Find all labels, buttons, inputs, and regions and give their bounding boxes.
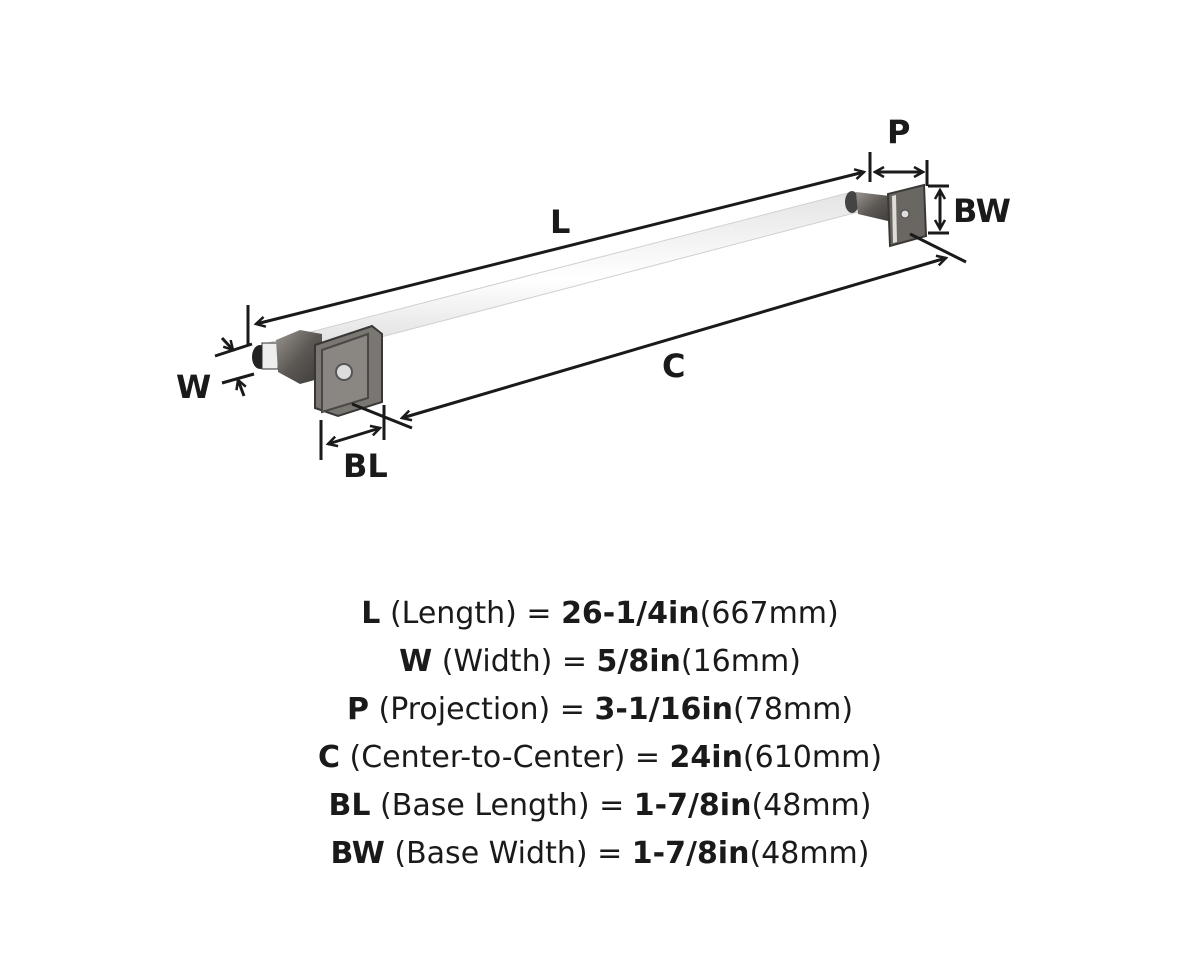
spec-imperial: 26-1/4in xyxy=(561,596,700,631)
spec-metric: (610mm) xyxy=(742,740,883,775)
base-length-dimension: BL xyxy=(319,405,388,485)
spec-metric: (16mm) xyxy=(680,644,801,679)
spec-eq: = xyxy=(526,596,552,631)
label-L: L xyxy=(550,203,570,241)
length-dimension: L xyxy=(246,152,872,345)
spec-eq: = xyxy=(561,644,587,679)
spec-projection: P (Projection) = 3-1/16in(78mm) xyxy=(0,686,1200,734)
spec-eq: = xyxy=(599,788,625,823)
spec-metric: (48mm) xyxy=(749,836,870,871)
spec-width: W (Width) = 5/8in(16mm) xyxy=(0,638,1200,686)
spec-center-to-center: C (Center-to-Center) = 24in(610mm) xyxy=(0,734,1200,782)
label-W: W xyxy=(176,368,211,406)
spec-key: L xyxy=(361,596,381,631)
spec-length: L (Length) = 26-1/4in(667mm) xyxy=(0,590,1200,638)
spec-name: (Length) xyxy=(389,596,517,631)
spec-key: W xyxy=(399,644,433,679)
spec-imperial: 5/8in xyxy=(596,644,681,679)
spec-metric: (78mm) xyxy=(733,692,854,727)
label-BL: BL xyxy=(343,447,388,485)
spec-name: (Center-to-Center) xyxy=(349,740,626,775)
left-post-bracket xyxy=(252,324,383,418)
spec-imperial: 1-7/8in xyxy=(633,788,752,823)
spec-key: C xyxy=(317,740,340,775)
towel-bar-dimension-diagram: L C W BL P BW xyxy=(176,113,1011,485)
projection-dimension: P xyxy=(875,113,929,186)
spec-key: P xyxy=(346,692,369,727)
width-dimension: W xyxy=(176,336,255,406)
spec-base-width: BW (Base Width) = 1-7/8in(48mm) xyxy=(0,830,1200,878)
center-to-center-dimension: C xyxy=(351,232,967,430)
spec-name: (Base Length) xyxy=(380,788,590,823)
spec-eq: = xyxy=(559,692,585,727)
spec-metric: (667mm) xyxy=(699,596,839,631)
spec-metric: (48mm) xyxy=(751,788,872,823)
base-width-dimension: BW xyxy=(928,184,1011,235)
spec-base-length: BL (Base Length) = 1-7/8in(48mm) xyxy=(0,782,1200,830)
spec-name: (Projection) xyxy=(378,692,551,727)
spec-name: (Width) xyxy=(441,644,553,679)
label-C: C xyxy=(662,347,685,385)
spec-imperial: 24in xyxy=(669,740,743,775)
spec-name: (Base Width) xyxy=(394,836,588,871)
spec-eq: = xyxy=(634,740,660,775)
label-BW: BW xyxy=(953,192,1011,230)
spec-key: BW xyxy=(330,836,385,871)
spec-imperial: 3-1/16in xyxy=(594,692,734,727)
label-P: P xyxy=(887,113,910,151)
spec-key: BL xyxy=(328,788,371,823)
spec-imperial: 1-7/8in xyxy=(631,836,750,871)
spec-eq: = xyxy=(597,836,623,871)
dimension-spec-list: L (Length) = 26-1/4in(667mm) W (Width) =… xyxy=(0,590,1200,878)
